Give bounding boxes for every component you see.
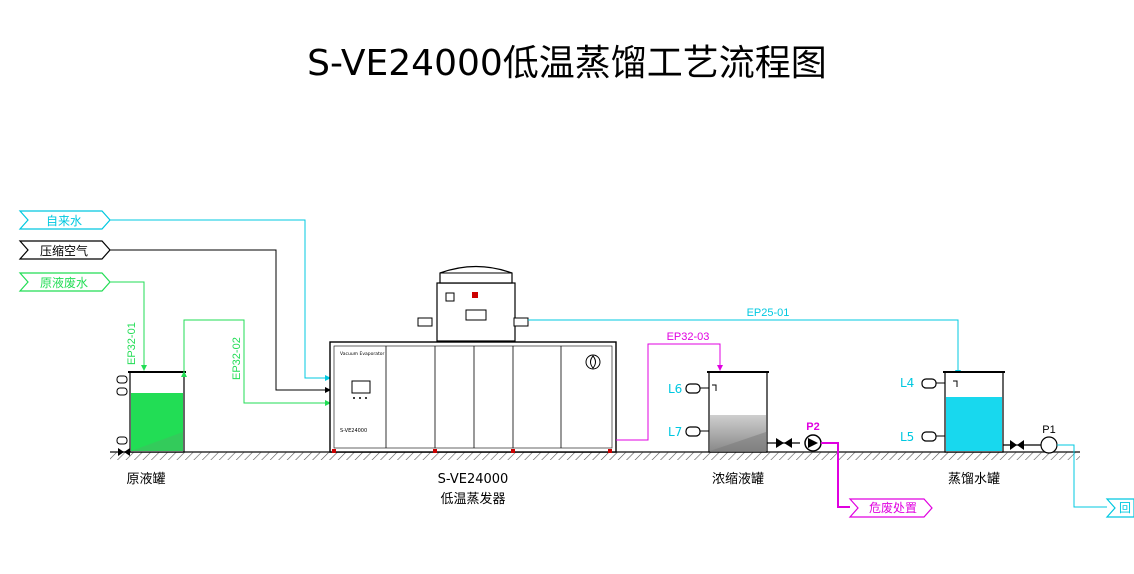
compressed-air-label: 压缩空气 bbox=[40, 243, 88, 258]
input-tap-water: 自来水 bbox=[18, 210, 331, 381]
raw-wastewater-label: 原液废水 bbox=[40, 275, 88, 290]
input-raw-wastewater: 原液废水 bbox=[18, 272, 147, 371]
distillate-tank-label: 蒸馏水罐 bbox=[948, 472, 1000, 487]
pipe-ep32-03 bbox=[616, 343, 723, 441]
evaporator-plate-text: S-VE24000 bbox=[340, 428, 367, 434]
pump-p1-label: P1 bbox=[1042, 424, 1055, 436]
pump-p2 bbox=[804, 434, 850, 508]
pump-p2-label: P2 bbox=[806, 421, 819, 433]
output-return: 回 bbox=[1105, 498, 1134, 518]
return-label: 回 bbox=[1119, 501, 1131, 515]
page-title: S-VE24000低温蒸馏工艺流程图 bbox=[307, 43, 827, 84]
pump-p1 bbox=[1040, 436, 1107, 508]
level-l7: L7 bbox=[668, 425, 682, 439]
evaporator-model-label: S-VE24000 bbox=[438, 472, 509, 487]
distillate-tank bbox=[921, 371, 1041, 453]
ground-line bbox=[110, 451, 1080, 460]
pipe-label-ep32-01: EP32-01 bbox=[126, 322, 138, 365]
raw-liquid-tank bbox=[116, 371, 186, 456]
level-l5: L5 bbox=[900, 430, 914, 444]
hazardous-waste-label: 危废处置 bbox=[869, 500, 917, 515]
evaporator-name-label: 低温蒸发器 bbox=[440, 491, 505, 507]
raw-tank-label: 原液罐 bbox=[126, 472, 165, 487]
tap-water-label: 自来水 bbox=[46, 214, 82, 228]
level-l4: L4 bbox=[900, 376, 914, 390]
output-hazardous-waste: 危废处置 bbox=[848, 498, 933, 518]
input-compressed-air: 压缩空气 bbox=[18, 240, 331, 393]
pipe-label-ep25-01: EP25-01 bbox=[747, 307, 790, 319]
concentrate-tank-label: 浓缩液罐 bbox=[712, 471, 764, 487]
pipe-label-ep32-03: EP32-03 bbox=[667, 331, 710, 343]
pipe-ep32-02 bbox=[181, 319, 331, 406]
level-l6: L6 bbox=[668, 382, 682, 396]
pipe-label-ep32-02: EP32-02 bbox=[231, 337, 243, 380]
concentrate-tank bbox=[685, 371, 800, 453]
evaporator-panel-text: Vacuum Evaporator bbox=[340, 351, 384, 357]
evaporator-unit bbox=[329, 265, 617, 453]
